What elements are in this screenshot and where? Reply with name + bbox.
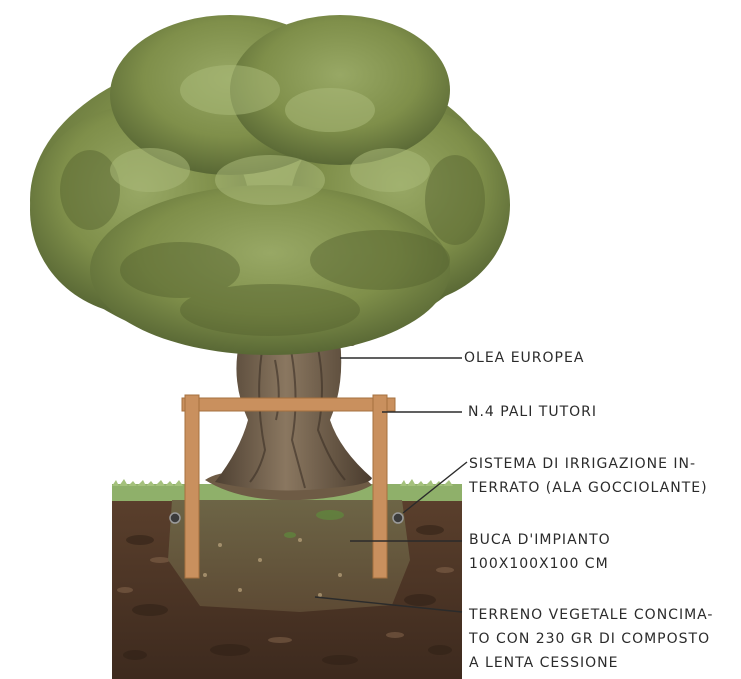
- drip-line-left: [170, 513, 180, 523]
- label-olea-text: OLEA EUROPEA: [464, 346, 584, 370]
- drip-line-right: [393, 513, 403, 523]
- label-terreno-line-3: A LENTA CESSIONE: [469, 651, 713, 675]
- label-buca-line-1: BUCA D'IMPIANTO: [469, 528, 611, 552]
- label-terreno-line-2: TO CON 230 GR DI COMPOSTO: [469, 627, 713, 651]
- stake-right: [373, 395, 387, 578]
- label-buca-line-2: 100X100X100 CM: [469, 552, 611, 576]
- stake-left: [185, 395, 199, 578]
- label-olea-europea: OLEA EUROPEA: [464, 346, 584, 370]
- label-terreno-line-1: TERRENO VEGETALE CONCIMA-: [469, 603, 713, 627]
- stake-crossbar: [182, 398, 395, 411]
- label-pali-text: N.4 PALI TUTORI: [468, 400, 597, 424]
- label-terreno: TERRENO VEGETALE CONCIMA- TO CON 230 GR …: [469, 603, 713, 675]
- label-irrigazione-line-2: TERRATO (ALA GOCCIOLANTE): [469, 476, 708, 500]
- label-irrigazione: SISTEMA DI IRRIGAZIONE IN- TERRATO (ALA …: [469, 452, 708, 500]
- label-pali-tutori: N.4 PALI TUTORI: [468, 400, 597, 424]
- label-buca: BUCA D'IMPIANTO 100X100X100 CM: [469, 528, 611, 576]
- label-irrigazione-line-1: SISTEMA DI IRRIGAZIONE IN-: [469, 452, 708, 476]
